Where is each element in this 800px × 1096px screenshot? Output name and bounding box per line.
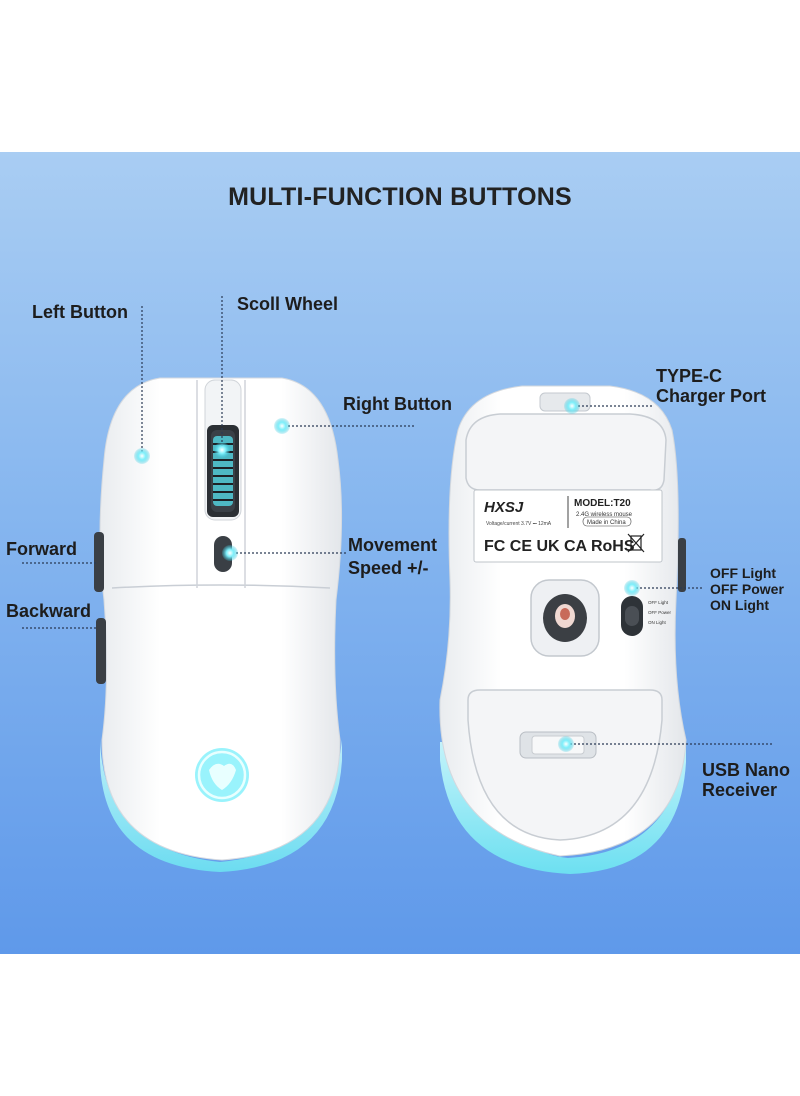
switch-mark-off-light: OFF Light [648, 600, 669, 605]
sticker-subtitle: 2.4G wireless mouse [576, 512, 633, 518]
mouse-bottom-view [439, 385, 687, 874]
leader-lines [22, 296, 774, 745]
label-scroll-wheel: Scoll Wheel [237, 294, 339, 314]
switch-mark-off-power: OFF Power [648, 610, 672, 615]
label-typec-line2: Charger Port [656, 386, 767, 406]
weee-bin-icon [627, 533, 645, 553]
sticker-made-in: Made in China [587, 520, 626, 526]
label-backward: Backward [6, 601, 92, 621]
page-title: MULTI-FUNCTION BUTTONS [228, 183, 572, 211]
label-typec-line1: TYPE-C [656, 366, 723, 386]
label-right-button: Right Button [343, 394, 452, 414]
hotspot-movement-speed [222, 545, 238, 561]
sticker-model: MODEL:T20 [574, 498, 631, 509]
label-forward: Forward [6, 539, 78, 559]
label-switch-off-light: OFF Light [710, 565, 777, 581]
label-movement-line1: Movement [348, 535, 438, 555]
label-switch-on-light: ON Light [710, 597, 770, 613]
switch-mark-on-light: ON Light [648, 620, 667, 625]
label-movement-line2: Speed +/- [348, 558, 429, 578]
label-left-button: Left Button [32, 302, 128, 322]
hotspots [134, 398, 640, 752]
hotspot-typec-port [564, 398, 580, 414]
hotspot-scroll-wheel [214, 442, 230, 458]
hotspot-power-switch [624, 580, 640, 596]
mouse-top-view [94, 377, 343, 872]
label-usb-line2: Receiver [702, 780, 778, 800]
label-switch-off-power: OFF Power [710, 581, 784, 597]
sticker-marks: FC CE UK CA RoHS [484, 538, 635, 555]
hotspot-right-button [274, 418, 290, 434]
sticker-brand: HXSJ [484, 499, 524, 516]
hotspot-left-button [134, 448, 150, 464]
sticker-voltage: Voltage/current 3.7V ⎓ 12mA [486, 521, 552, 527]
label-usb-line1: USB Nano [702, 760, 791, 780]
hotspot-usb-receiver [558, 736, 574, 752]
